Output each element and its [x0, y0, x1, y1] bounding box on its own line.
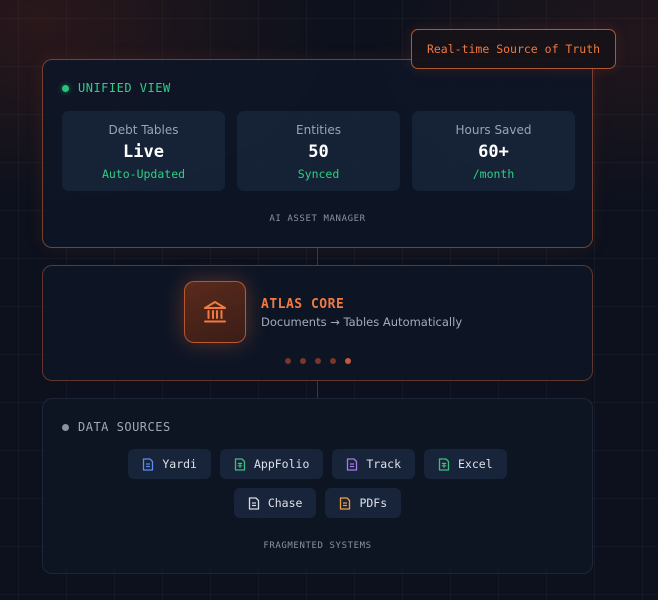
stat-label: Entities [296, 123, 341, 137]
stat-hours-saved: Hours Saved 60+ /month [412, 111, 575, 191]
document-icon [248, 496, 260, 510]
document-icon [339, 496, 351, 510]
source-chip-pdfs[interactable]: PDFs [325, 488, 402, 518]
connector-line [317, 248, 318, 265]
document-icon [346, 457, 358, 471]
source-chip-label: PDFs [359, 496, 388, 510]
atlas-icon-box [184, 281, 246, 343]
stat-sub: Synced [297, 167, 340, 181]
source-chip-label: Chase [267, 496, 303, 510]
bank-icon [204, 301, 226, 323]
stat-sub: /month [472, 167, 515, 181]
stat-label: Hours Saved [455, 123, 532, 137]
stat-sub: Auto-Updated [101, 167, 186, 181]
stats-row: Debt Tables Live Auto-Updated Entities 5… [62, 111, 575, 191]
status-dot-icon [62, 84, 69, 92]
status-dot-icon [62, 423, 69, 431]
source-chip-label: AppFolio [253, 457, 310, 471]
source-chip-excel[interactable]: Excel [424, 449, 507, 479]
progress-dots [285, 358, 351, 364]
atlas-core-title: ATLAS CORE [261, 297, 345, 312]
progress-dot [315, 358, 321, 364]
source-chip-label: Yardi [162, 457, 197, 471]
connector-line [317, 381, 318, 398]
progress-dot [330, 358, 336, 364]
progress-dot [345, 358, 351, 364]
stat-label: Debt Tables [108, 123, 179, 137]
stat-debt-tables: Debt Tables Live Auto-Updated [62, 111, 225, 191]
stat-value: 50 [308, 142, 329, 162]
spreadsheet-icon [234, 457, 246, 471]
progress-dot [285, 358, 291, 364]
source-chip-track[interactable]: Track [332, 449, 415, 479]
unified-view-card: UNIFIED VIEW Debt Tables Live Auto-Updat… [42, 59, 593, 248]
data-sources-label: DATA SOURCES [78, 420, 171, 434]
source-chip-yardi[interactable]: Yardi [128, 449, 211, 479]
stat-value: 60+ [478, 142, 509, 162]
unified-caption: AI ASSET MANAGER [269, 214, 366, 224]
stat-entities: Entities 50 Synced [237, 111, 400, 191]
atlas-core-subtitle: Documents → Tables Automatically [261, 315, 463, 329]
atlas-core-card: ATLAS CORE Documents → Tables Automatica… [42, 265, 593, 381]
source-chip-chase[interactable]: Chase [233, 488, 317, 518]
data-sources-caption: FRAGMENTED SYSTEMS [263, 541, 372, 551]
source-chip-appfolio[interactable]: AppFolio [219, 449, 324, 479]
realtime-badge: Real-time Source of Truth [411, 29, 616, 69]
document-icon [142, 457, 154, 471]
data-sources-header: DATA SOURCES [62, 420, 171, 434]
unified-view-label: UNIFIED VIEW [78, 81, 171, 95]
progress-dot [300, 358, 306, 364]
spreadsheet-icon [438, 457, 450, 471]
unified-view-header: UNIFIED VIEW [62, 81, 171, 95]
stat-value: Live [123, 142, 164, 162]
source-chip-label: Track [366, 457, 401, 471]
source-chip-label: Excel [458, 457, 493, 471]
